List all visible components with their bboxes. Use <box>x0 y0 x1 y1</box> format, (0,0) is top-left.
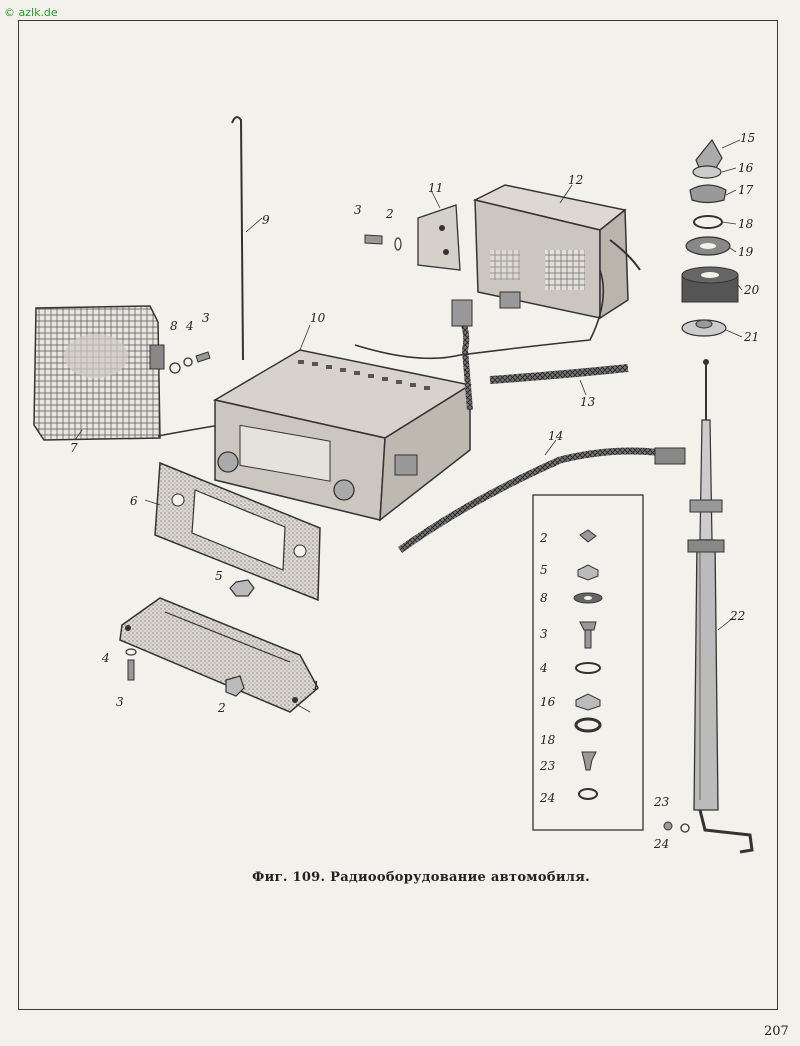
small-labels: 2 3 3 4 <box>101 311 226 715</box>
page-number: 207 <box>764 1024 789 1039</box>
label-11: 11 <box>428 181 443 195</box>
kit-label-4: 4 <box>539 661 548 675</box>
part-22-telescopic-antenna <box>663 359 754 854</box>
label-22: 22 <box>729 609 745 623</box>
label-2: 2 <box>385 207 394 221</box>
kit-label-18: 18 <box>540 733 556 747</box>
kit-label-16: 16 <box>540 695 556 709</box>
kit-label-23: 23 <box>539 759 556 773</box>
small-label-3-speaker: 3 <box>202 311 210 325</box>
label-23: 23 <box>653 795 670 809</box>
label-16: 16 <box>738 161 754 175</box>
label-24: 24 <box>653 837 669 851</box>
hardware-kit-box <box>532 494 644 831</box>
label-13: 13 <box>580 395 596 409</box>
wiring <box>354 269 605 411</box>
label-14: 14 <box>548 429 563 443</box>
part-13-cable <box>489 364 629 384</box>
label-21: 21 <box>743 330 759 344</box>
label-12: 12 <box>568 173 583 187</box>
label-15: 15 <box>740 131 755 145</box>
kit-label-3: 3 <box>540 627 548 641</box>
part-5-nut <box>229 579 255 597</box>
kit-label-2: 2 <box>539 531 548 545</box>
kit-label-5: 5 <box>540 563 548 577</box>
label-17: 17 <box>738 183 754 197</box>
antenna-mount-stack <box>681 138 739 337</box>
label-19: 19 <box>738 245 754 259</box>
label-9: 9 <box>262 213 270 227</box>
small-label-4-bottom: 4 <box>101 651 110 665</box>
small-label-3-bottom: 3 <box>116 695 124 709</box>
leader-lines <box>74 139 743 713</box>
label-6: 6 <box>130 494 138 508</box>
part-10-radio <box>212 349 472 522</box>
label-20: 20 <box>743 283 760 297</box>
label-5: 5 <box>215 569 223 583</box>
label-1: 1 <box>312 679 320 693</box>
part-11-bracket <box>417 204 461 271</box>
watermark: © azlk.de <box>4 6 58 19</box>
hardware-bottom <box>125 648 245 697</box>
label-7: 7 <box>70 441 78 455</box>
label-3: 3 <box>354 203 362 217</box>
hardware-near-speaker <box>169 351 211 374</box>
kit-label-24: 24 <box>539 791 555 805</box>
part-labels: 1 2 3 4 5 6 7 8 9 10 11 12 13 14 15 16 1… <box>70 131 760 851</box>
label-8: 8 <box>170 319 178 333</box>
kit-label-8: 8 <box>540 591 548 605</box>
part-14-antenna-cable <box>397 447 686 553</box>
label-18: 18 <box>738 217 754 231</box>
part-12-power-unit <box>472 184 641 320</box>
part-1-mounting-plate <box>119 597 319 713</box>
label-10: 10 <box>310 311 326 325</box>
figure-caption: Фиг. 109. Радиооборудование автомобиля. <box>252 870 590 885</box>
kit-labels: 2 5 8 3 4 16 18 23 24 <box>539 531 556 805</box>
part-6-gasket <box>154 461 321 602</box>
label-4: 4 <box>185 319 194 333</box>
small-label-2-bottom: 2 <box>217 701 226 715</box>
screw-3-washer-2-top <box>364 234 402 251</box>
part-9-rod <box>231 116 244 361</box>
figure-frame <box>18 20 778 1010</box>
